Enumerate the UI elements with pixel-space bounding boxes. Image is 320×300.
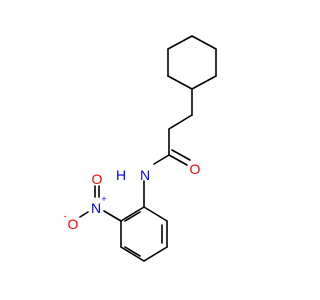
bond <box>167 75 193 90</box>
bond <box>191 35 217 50</box>
background <box>0 0 300 300</box>
amide-nitrogen-label: N <box>140 167 150 183</box>
bond <box>120 206 145 222</box>
nitro-oxygen-double-label: O <box>92 171 103 187</box>
nitro-group: N + O O - <box>64 171 122 232</box>
benzene-ring <box>120 206 168 262</box>
bond <box>153 154 170 165</box>
alkyl-chain <box>168 88 193 156</box>
nitro-nitrogen-label: N <box>91 200 101 216</box>
nitro-oxygen-single-label: O <box>68 216 79 232</box>
carbonyl-group: O <box>168 149 201 177</box>
nitro-nitrogen-charge: + <box>101 194 106 204</box>
bond <box>120 246 145 262</box>
bond <box>79 211 89 218</box>
aromatic-bond <box>124 211 141 222</box>
bond <box>143 206 168 222</box>
cyclohexane-ring <box>167 35 217 90</box>
bond <box>171 149 191 161</box>
aromatic-bond <box>124 246 141 257</box>
bond <box>103 210 122 222</box>
molecule-diagram: O N H N + O O - <box>0 0 300 300</box>
amide-nh-group: N H <box>116 154 170 208</box>
bond <box>167 35 193 50</box>
carbonyl-oxygen-label: O <box>190 161 201 177</box>
amide-hydrogen-label: H <box>116 167 126 183</box>
bond <box>191 75 217 90</box>
bond <box>143 246 168 262</box>
nitro-oxygen-charge: - <box>64 211 67 221</box>
bond <box>168 154 188 166</box>
bond <box>168 114 193 130</box>
